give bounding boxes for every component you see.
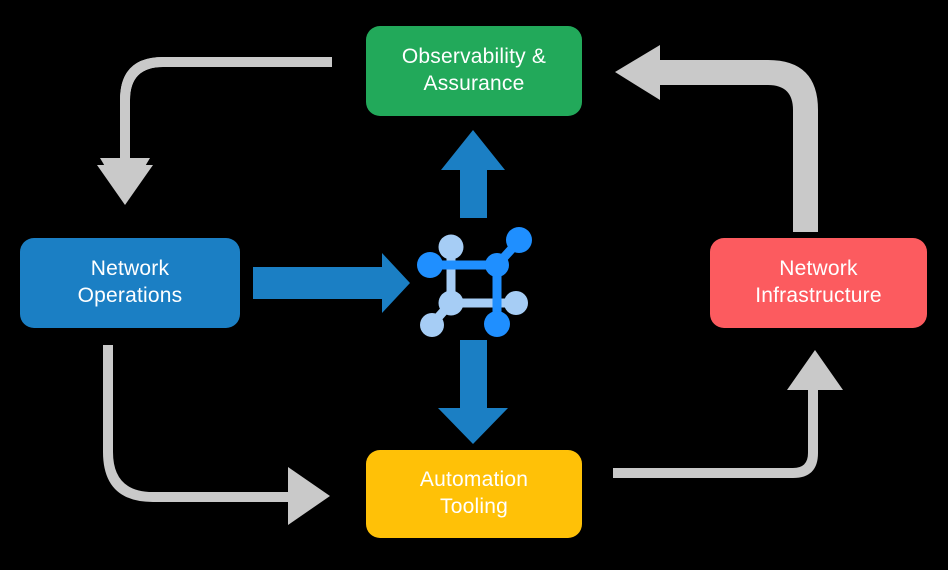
blue-arrow-center-to-observability — [441, 130, 505, 218]
gray-arrow-automation-to-infrastructure — [613, 350, 843, 478]
blue-arrow-operations-to-center — [253, 253, 410, 313]
node-network-operations[interactable]: Network Operations — [20, 238, 240, 328]
node-network-infrastructure[interactable]: Network Infrastructure — [710, 238, 927, 328]
network-topology-icon-hitarea[interactable] — [420, 222, 532, 334]
gray-arrow-observability-to-operations — [97, 57, 332, 205]
gray-arrow-infrastructure-to-observability — [615, 45, 818, 232]
node-observability-assurance[interactable]: Observability & Assurance — [366, 26, 582, 116]
blue-arrow-center-to-automation — [438, 340, 508, 444]
node-automation-tooling[interactable]: Automation Tooling — [366, 450, 582, 538]
gray-arrow-operations-to-automation — [103, 345, 330, 525]
